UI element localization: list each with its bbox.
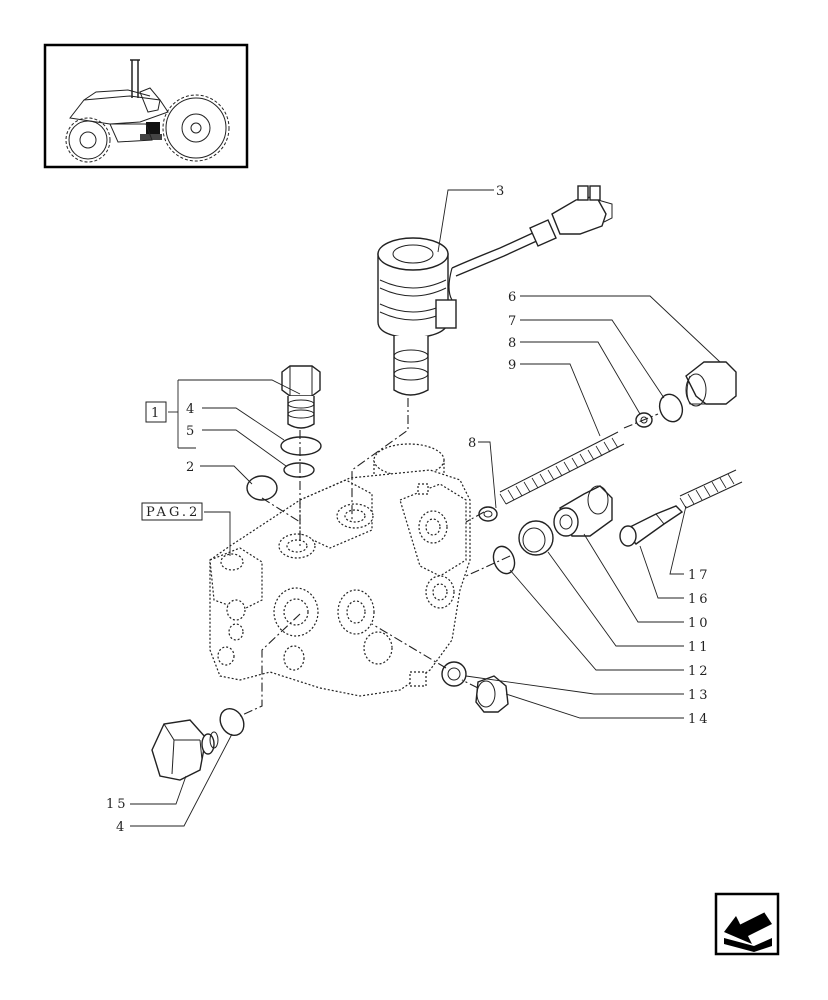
callout-3: 3 xyxy=(496,184,507,199)
callout-4-top: 4 xyxy=(186,402,197,417)
callout-5: 5 xyxy=(186,424,197,439)
callout-11: 11 xyxy=(688,640,711,655)
piston-10 xyxy=(553,485,613,537)
o-ring-12 xyxy=(492,545,516,575)
callout-2: 2 xyxy=(186,460,197,475)
callout-16: 16 xyxy=(688,592,711,607)
o-ring-7 xyxy=(658,393,684,423)
callout-8-top: 8 xyxy=(508,336,519,351)
callout-6: 6 xyxy=(508,290,519,305)
callout-1: 1 xyxy=(151,406,162,421)
back-arrow-icon[interactable] xyxy=(714,892,780,956)
callout-10: 10 xyxy=(688,616,711,631)
callout-8-lower: 8 xyxy=(468,436,479,451)
o-ring-4-top xyxy=(280,436,322,456)
callout-14: 14 xyxy=(688,712,711,727)
washer-8-lower xyxy=(478,506,498,522)
tractor-icon[interactable] xyxy=(43,43,249,169)
nut-15 xyxy=(151,719,219,781)
callout-4-lower: 4 xyxy=(116,820,127,835)
spring-17 xyxy=(679,469,743,509)
pin-16 xyxy=(619,505,684,547)
o-ring-5 xyxy=(283,462,315,478)
callout-labels: 3 1 4 5 2 PAG.2 6 7 8 9 8 17 16 10 11 12… xyxy=(106,184,711,835)
o-ring-4-lower xyxy=(219,707,245,737)
callout-12: 12 xyxy=(688,664,711,679)
leader-lines xyxy=(130,189,721,827)
plug-14 xyxy=(475,675,509,713)
solenoid-valve xyxy=(377,185,613,396)
washer-13 xyxy=(441,661,467,687)
valve-body xyxy=(209,443,471,697)
pag-reference[interactable]: PAG.2 xyxy=(146,505,200,520)
callout-7: 7 xyxy=(508,314,519,329)
callout-9: 9 xyxy=(508,358,519,373)
seal-11 xyxy=(518,520,554,556)
spring-9 xyxy=(499,431,625,505)
assembly-axes xyxy=(239,398,659,717)
callout-17: 17 xyxy=(688,568,711,583)
o-ring-2 xyxy=(246,475,278,501)
plug-assembly xyxy=(281,365,321,429)
callout-15: 15 xyxy=(106,797,129,812)
callout-13: 13 xyxy=(688,688,711,703)
plug-6 xyxy=(685,361,737,407)
